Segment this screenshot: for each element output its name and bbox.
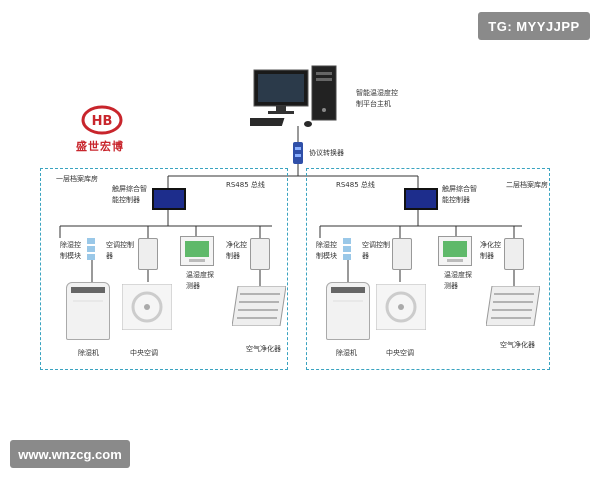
purifier-ctrl-right-icon — [504, 238, 524, 270]
central-ac-right-icon — [375, 283, 427, 331]
air-purifier-right-icon — [485, 285, 541, 327]
site-watermark: www.wnzcg.com — [10, 440, 130, 468]
host-computer-icon — [233, 64, 342, 130]
touch-controller-right-label: 触屏综合智能控制器 — [442, 185, 477, 204]
dehumidifier-right-label: 除湿机 — [336, 349, 357, 357]
zone-left — [40, 168, 288, 370]
air-purifier-left-icon — [231, 285, 287, 327]
bus-label-left: RS485 总线 — [226, 181, 265, 189]
central-ac-right-label: 中央空调 — [386, 349, 414, 357]
ac-ctrl-right-icon — [392, 238, 412, 270]
ac-ctrl-left-label: 空调控制器 — [106, 241, 134, 260]
purifier-ctrl-left-icon — [250, 238, 270, 270]
dehumidifier-ctrl-left-label: 除湿控制模块 — [60, 241, 81, 260]
zone-right — [306, 168, 550, 370]
th-sensor-right-icon — [438, 236, 472, 266]
zone-left-title: 一层档案库房 — [56, 175, 98, 183]
purifier-ctrl-right-label: 净化控制器 — [480, 241, 501, 260]
ac-ctrl-right-label: 空调控制器 — [362, 241, 390, 260]
air-purifier-right-label: 空气净化器 — [500, 341, 535, 349]
logo-text: 盛世宏博 — [76, 140, 124, 153]
dehumidifier-ctrl-right-icon — [342, 238, 352, 260]
th-sensor-left-icon — [180, 236, 214, 266]
logo-icon: HB — [80, 104, 124, 136]
central-ac-left-label: 中央空调 — [130, 349, 158, 357]
central-ac-left-icon — [121, 283, 173, 331]
zone-right-title: 二层档案库房 — [506, 181, 548, 189]
host-label: 智能温湿度控制平台主机 — [356, 89, 398, 108]
air-purifier-left-label: 空气净化器 — [246, 345, 281, 353]
touch-controller-left-icon — [152, 188, 186, 210]
touch-controller-right-icon — [404, 188, 438, 210]
dehumidifier-right-icon — [326, 282, 370, 340]
th-sensor-left-label: 温湿度探测器 — [186, 271, 214, 290]
bus-label-right: RS485 总线 — [336, 181, 375, 189]
ac-ctrl-left-icon — [138, 238, 158, 270]
touch-controller-left-label: 触屏综合智能控制器 — [112, 185, 147, 204]
dehumidifier-left-icon — [66, 282, 110, 340]
th-sensor-right-label: 温湿度探测器 — [444, 271, 472, 290]
dehumidifier-ctrl-right-label: 除湿控制模块 — [316, 241, 337, 260]
dehumidifier-ctrl-left-icon — [86, 238, 96, 260]
converter-icon — [291, 142, 305, 164]
purifier-ctrl-left-label: 净化控制器 — [226, 241, 247, 260]
tg-watermark: TG: MYYJJPP — [478, 12, 590, 40]
dehumidifier-left-label: 除湿机 — [78, 349, 99, 357]
logo-mark: HB — [92, 114, 113, 129]
converter-label: 协议转换器 — [309, 149, 344, 157]
